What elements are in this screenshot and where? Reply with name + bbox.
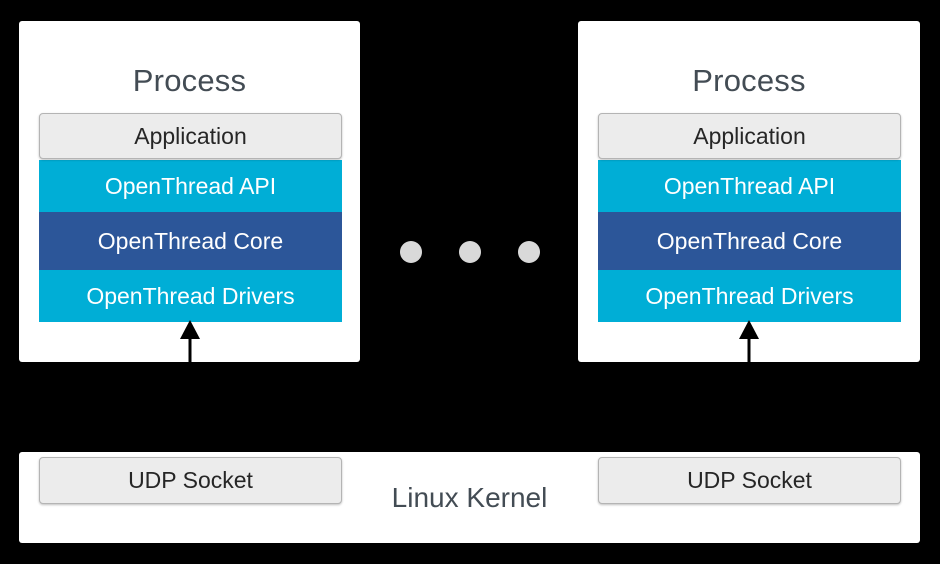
ellipsis-dot-1 bbox=[400, 240, 422, 263]
layer-block-openthread-api-left: OpenThread API bbox=[39, 160, 342, 212]
udp-socket-box-left: UDP Socket bbox=[39, 457, 342, 504]
ellipsis-dots bbox=[400, 240, 540, 263]
arrow-up-icon-left bbox=[178, 320, 202, 362]
process-panel-right: Process Application OpenThread API OpenT… bbox=[578, 21, 920, 362]
process-title-left: Process bbox=[132, 63, 247, 98]
layer-block-openthread-core-right: OpenThread Core bbox=[598, 212, 901, 270]
ellipsis-dot-3 bbox=[518, 240, 540, 263]
ellipsis-dot-2 bbox=[459, 240, 481, 263]
arrow-head-right bbox=[739, 320, 759, 339]
udp-socket-box-right: UDP Socket bbox=[598, 457, 901, 504]
layer-block-openthread-api-right: OpenThread API bbox=[598, 160, 901, 212]
linux-kernel-panel: UDP Socket Linux Kernel UDP Socket bbox=[19, 452, 920, 543]
layer-stack-left: Application OpenThread API OpenThread Co… bbox=[39, 113, 342, 322]
layer-block-application-left: Application bbox=[39, 113, 342, 159]
layer-block-application-right: Application bbox=[598, 113, 901, 159]
linux-kernel-title: Linux Kernel bbox=[391, 482, 548, 513]
layer-block-openthread-core-left: OpenThread Core bbox=[39, 212, 342, 270]
arrow-up-icon-right bbox=[737, 320, 761, 362]
arrow-head-left bbox=[179, 320, 200, 339]
layer-stack-right: Application OpenThread API OpenThread Co… bbox=[598, 113, 901, 322]
process-title-right: Process bbox=[692, 63, 806, 98]
layer-block-openthread-drivers-left: OpenThread Drivers bbox=[39, 270, 342, 322]
process-panel-left: Process Application OpenThread API OpenT… bbox=[19, 21, 360, 362]
layer-block-openthread-drivers-right: OpenThread Drivers bbox=[598, 270, 901, 322]
arrow-shaft-left bbox=[188, 328, 191, 362]
arrow-shaft-right bbox=[747, 328, 751, 362]
